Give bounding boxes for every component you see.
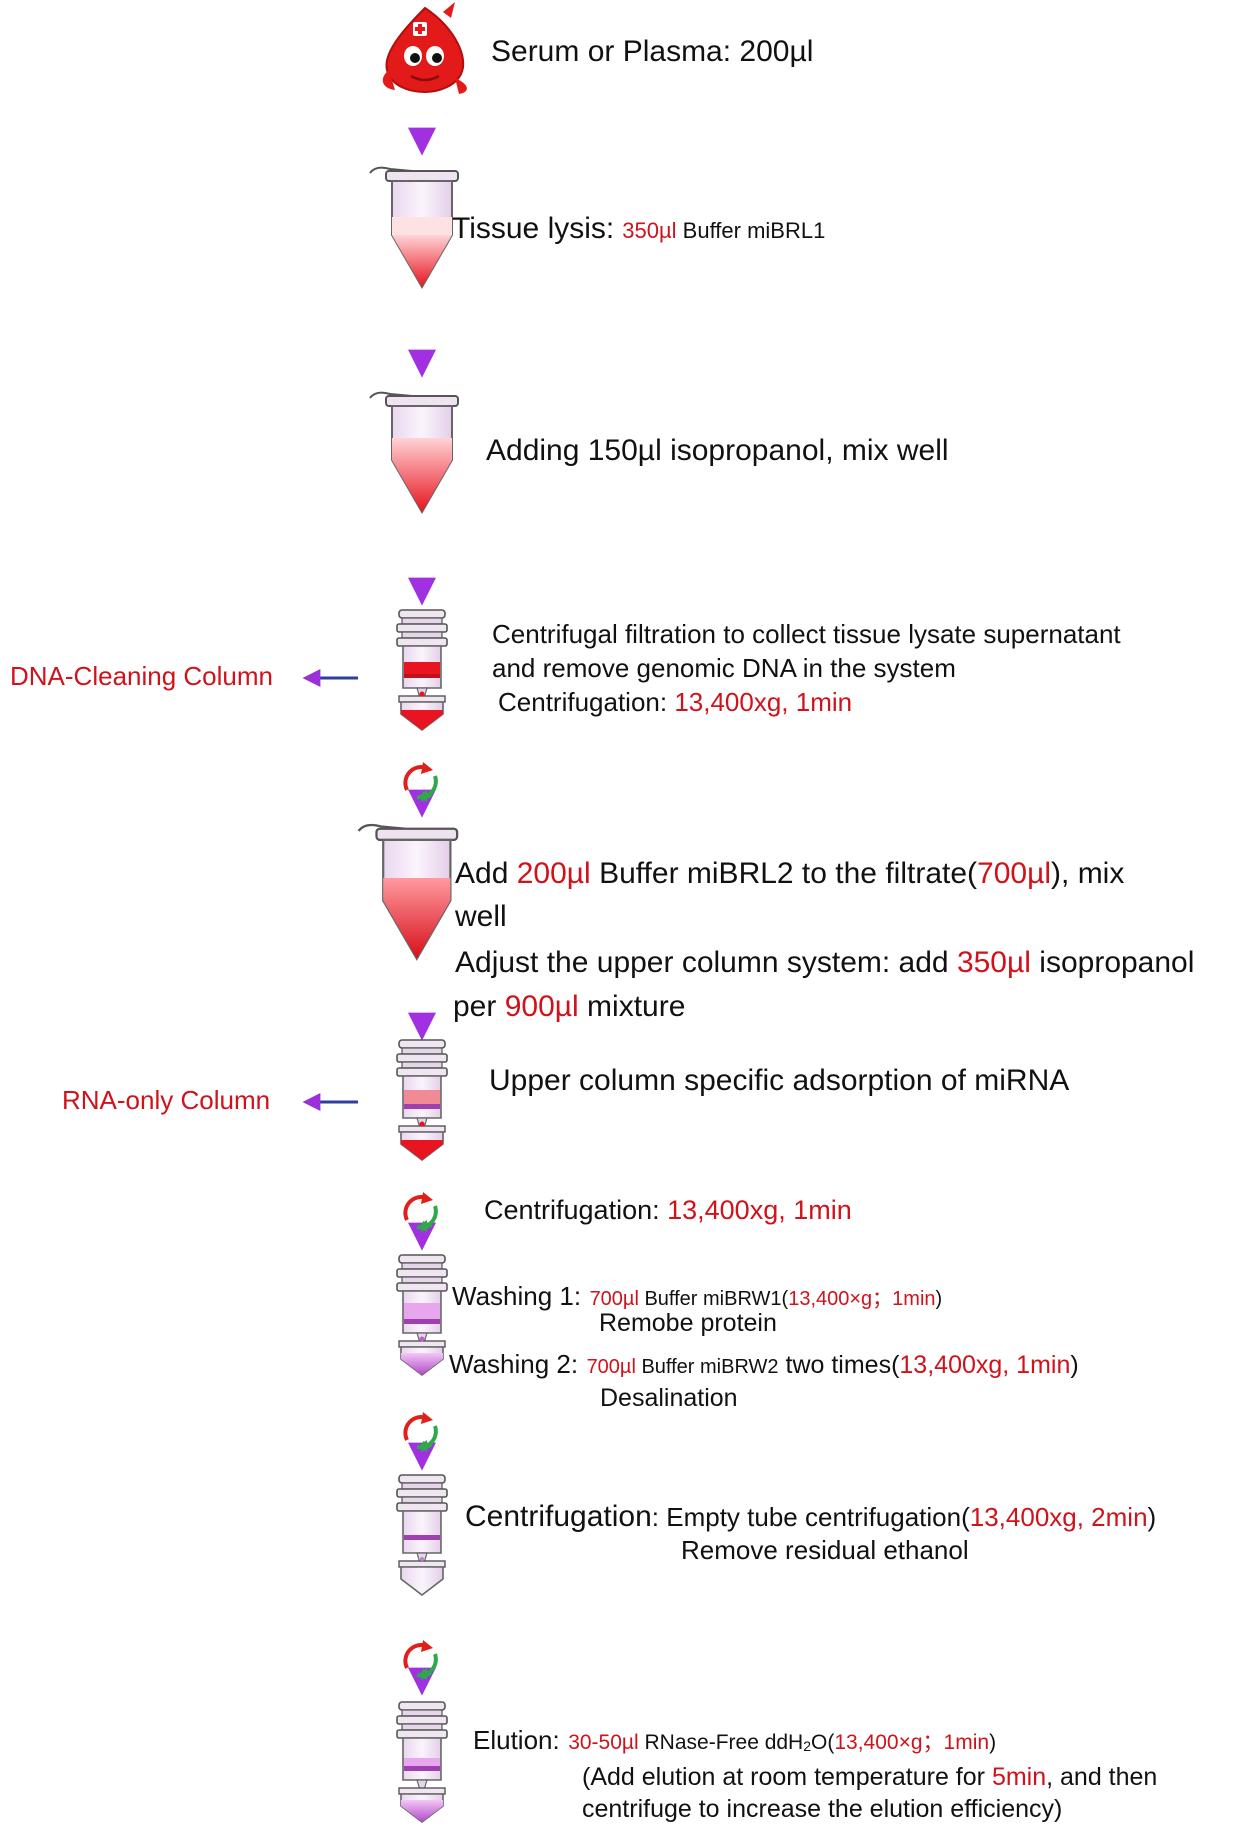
step2-reagent: Buffer miBRL1: [676, 218, 826, 243]
rna-only-column-label: RNA-only Column: [62, 1085, 271, 1115]
step5-a3: Buffer miBRL2 to the filtrate(: [590, 857, 978, 890]
elution-reagent-subscript: 2: [803, 1738, 812, 1754]
blood-drop-mascot-icon: [382, 2, 467, 94]
elution-label: Elution:: [473, 1725, 560, 1755]
spin-column-icon: [396, 1474, 448, 1596]
step8-washing1: Washing 1: 700µl Buffer miBRW1(13,400×g；…: [452, 1281, 943, 1312]
step5-line1: Add 200µl Buffer miBRL2 to the filtrate(…: [455, 857, 1124, 892]
step5-b3: isopropanol: [1030, 946, 1195, 979]
step6-adsorption-text: Upper column specific adsorption of miRN…: [489, 1064, 1070, 1097]
step4-cent-value: 13,400xg, 1min: [674, 687, 853, 717]
step5-a5: ), mix: [1051, 857, 1125, 890]
spin-column-icon: [396, 609, 448, 731]
step10-elution: Elution: 30-50µl RNase-Free ddH2O(13,400…: [473, 1725, 997, 1756]
step9-label: Centrifugation: [465, 1500, 652, 1533]
step5-a4: 700µl: [977, 857, 1052, 890]
step5-c1: per: [453, 990, 505, 1023]
step5-line4: per 900µl mixture: [453, 990, 685, 1025]
washing2-amount: 700µl: [586, 1356, 636, 1378]
step2-amount: 350µl: [622, 218, 677, 243]
spin-column-icon: [396, 1254, 448, 1376]
washing1-note: Remobe protein: [599, 1309, 777, 1337]
step2-label: Tissue lysis: [452, 212, 606, 245]
washing2-condition: 13,400xg, 1min: [899, 1351, 1071, 1379]
step9-centrifugation: Centrifugation: Empty tube centrifugatio…: [465, 1500, 1156, 1535]
step5-b1: Adjust the upper column system: add: [455, 946, 957, 979]
washing2-note: Desalination: [600, 1384, 738, 1412]
elution-close: ): [989, 1731, 997, 1754]
step5-line3: Adjust the upper column system: add 350µ…: [455, 946, 1194, 981]
step8-washing2: Washing 2: 700µl Buffer miBRW2 two times…: [449, 1349, 1079, 1380]
washing2-mid: two times(: [778, 1351, 900, 1379]
spin-column-icon: [396, 1701, 448, 1823]
step4-line2: and remove genomic DNA in the system: [492, 653, 956, 683]
step4-centrifugation: Centrifugation: 13,400xg, 1min: [498, 687, 853, 718]
microtube-icon: [369, 391, 459, 513]
washing1-close: ): [935, 1288, 943, 1310]
elution-note-2: , and then: [1046, 1763, 1158, 1791]
step7-centrifugation: Centrifugation: 13,400xg, 1min: [484, 1195, 852, 1226]
step5-a1: Add: [455, 857, 517, 890]
elution-reagent: RNase-Free ddH: [638, 1731, 804, 1754]
step9-note: Remove residual ethanol: [681, 1535, 969, 1565]
step7-value: 13,400xg, 1min: [667, 1195, 852, 1225]
step2-tissue-lysis: Tissue lysis:350µl Buffer miBRL1: [452, 212, 825, 247]
step9-text: Empty tube centrifugation(: [666, 1502, 970, 1532]
step3-isopropanol-text: Adding 150µl isopropanol, mix well: [486, 434, 949, 467]
washing1-amount: 700µl: [589, 1288, 639, 1310]
step5-c3: mixture: [578, 990, 686, 1023]
elution-condition: 13,400×g；1min: [834, 1731, 990, 1754]
step2-separator: :: [605, 212, 615, 245]
step9-sep: :: [651, 1502, 667, 1532]
dna-cleaning-column-label: DNA-Cleaning Column: [10, 661, 273, 691]
washing1-condition: 13,400×g；1min: [788, 1288, 936, 1310]
step4-line1: Centrifugal filtration to collect tissue…: [492, 619, 1121, 649]
step1-serum-plasma-text: Serum or Plasma: 200µl: [491, 35, 814, 68]
step10-note-line1: (Add elution at room temperature for 5mi…: [582, 1763, 1157, 1792]
step9-close: ): [1147, 1502, 1157, 1532]
washing2-label: Washing 2:: [449, 1349, 579, 1379]
microtube-icon: [369, 166, 459, 288]
step9-condition: 13,400xg, 2min: [969, 1502, 1148, 1532]
step4-cent-label: Centrifugation:: [498, 687, 675, 717]
washing1-label: Washing 1:: [452, 1281, 582, 1311]
step7-label: Centrifugation:: [484, 1195, 668, 1225]
washing2-reagent: Buffer miBRW2: [635, 1356, 779, 1378]
elution-note-time: 5min: [991, 1763, 1047, 1791]
spin-column-icon: [396, 1039, 448, 1161]
step10-note-line2: centrifuge to increase the elution effic…: [582, 1795, 1063, 1823]
step5-line2: well: [455, 900, 507, 933]
washing2-close: ): [1070, 1351, 1079, 1379]
elution-reagent-2: O(: [811, 1731, 835, 1754]
washing1-reagent: Buffer miBRW1(: [638, 1288, 789, 1310]
elution-note-1: (Add elution at room temperature for: [582, 1763, 992, 1791]
step5-a2: 200µl: [516, 857, 591, 890]
elution-amount: 30-50µl: [568, 1731, 639, 1754]
step5-c2: 900µl: [504, 990, 579, 1023]
step5-b2: 350µl: [956, 946, 1031, 979]
microtube-icon: [357, 823, 459, 960]
